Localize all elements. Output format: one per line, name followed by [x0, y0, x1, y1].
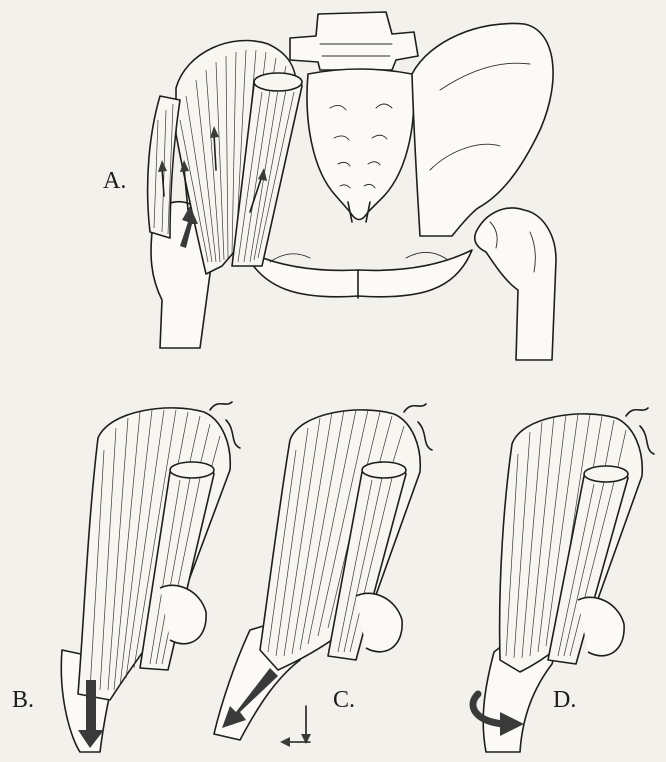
panel-label-a: A.: [103, 169, 126, 193]
lumbar-vertebra: [290, 12, 418, 70]
panel-label-d: D.: [553, 688, 576, 712]
panel-label-c: C.: [333, 688, 355, 712]
femur-right: [475, 208, 556, 360]
pelvis-fragment-d: [578, 597, 624, 656]
ilium-right: [412, 23, 553, 236]
panel-label-b: B.: [12, 688, 34, 712]
panel-c-illustration: [214, 404, 432, 747]
pubic-region: [244, 250, 472, 298]
pelvis-fragment-c: [356, 593, 402, 652]
direction-indicator-c: [280, 706, 311, 747]
panel-b-illustration: [61, 402, 240, 752]
sacrum: [307, 69, 414, 222]
panel-a-illustration: [148, 12, 556, 360]
